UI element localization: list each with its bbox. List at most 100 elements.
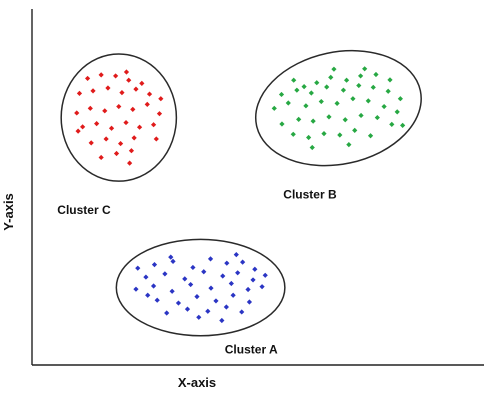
cluster-b-point — [343, 77, 350, 83]
cluster-b-point — [296, 116, 302, 122]
cluster-a-point — [223, 304, 229, 310]
cluster-c-boundary — [60, 53, 178, 182]
cluster-b-point — [334, 100, 340, 106]
x-axis-label: X-axis — [178, 375, 216, 390]
cluster-b-boundary — [254, 49, 422, 167]
cluster-b-point — [389, 121, 395, 127]
cluster-b-point — [373, 71, 379, 78]
cluster-b-point — [291, 77, 297, 83]
cluster-b-point — [331, 66, 337, 72]
cluster-c-point — [146, 91, 153, 97]
cluster-c-point — [87, 105, 93, 111]
cluster-boundaries — [60, 49, 422, 337]
cluster-c-point — [136, 124, 143, 130]
cluster-a-point — [162, 271, 168, 277]
cluster-c-point — [76, 90, 83, 96]
cluster-b-point — [326, 114, 332, 120]
cluster-b-point — [328, 74, 334, 80]
cluster-c-point — [128, 148, 135, 154]
cluster-b-point — [271, 105, 277, 111]
cluster-b-point — [400, 122, 406, 129]
cluster-b-point — [370, 84, 376, 90]
cluster-c-point — [150, 122, 157, 128]
cluster-b-point — [352, 127, 358, 133]
cluster-b-point — [309, 144, 315, 151]
cluster-b-point — [306, 134, 312, 141]
cluster-c-point — [90, 88, 96, 94]
cluster-c-point — [133, 86, 139, 92]
cluster-b-point — [365, 98, 371, 104]
cluster-b-point — [321, 131, 327, 137]
cluster-b-point — [346, 142, 352, 148]
cluster-a-point — [224, 260, 230, 266]
cluster-a-point — [135, 265, 141, 271]
cluster-b-point — [387, 77, 393, 83]
cluster-a-point — [245, 286, 251, 293]
cluster-b-point — [301, 84, 307, 90]
cluster-b-point — [374, 114, 380, 121]
cluster-b-point — [385, 88, 391, 94]
cluster-c-point — [144, 101, 150, 108]
cluster-a-point — [194, 294, 200, 300]
cluster-a-point — [239, 309, 245, 315]
cluster-c-point — [156, 111, 163, 117]
cluster-a-point — [259, 284, 265, 290]
cluster-c-point — [113, 150, 120, 157]
cluster-a-point — [230, 292, 236, 298]
cluster-a-point — [201, 269, 207, 275]
cluster-c-point — [153, 136, 159, 142]
cluster-b-point — [394, 109, 400, 115]
cluster-a-point — [213, 298, 219, 304]
cluster-a-point — [228, 280, 234, 287]
cluster-c-point — [113, 73, 119, 79]
data-points — [74, 66, 406, 324]
cluster-b-point — [358, 73, 364, 79]
cluster-b-point — [362, 66, 368, 72]
cluster-c-point — [108, 125, 115, 131]
cluster-a-point — [208, 285, 214, 291]
cluster-a-point — [170, 258, 176, 265]
cluster-a-point — [250, 277, 256, 283]
cluster-b-point — [279, 121, 285, 127]
cluster-b-point — [303, 103, 309, 109]
cluster-b-point — [358, 112, 364, 119]
cluster-b-point — [308, 90, 314, 96]
cluster-a-point — [143, 274, 149, 280]
cluster-a-point — [164, 310, 170, 316]
cluster-b-point — [278, 91, 285, 98]
cluster-c-point — [103, 136, 109, 142]
cluster-a-point — [196, 314, 202, 320]
cluster-a-point — [151, 262, 158, 268]
cluster-a-point — [169, 288, 175, 294]
cluster-c-point — [105, 85, 111, 91]
cluster-b-point — [340, 87, 347, 93]
cluster-c-point — [130, 106, 136, 112]
cluster-b-point — [290, 131, 296, 137]
cluster-c-point — [74, 110, 80, 116]
cluster-c-point — [102, 108, 108, 114]
cluster-a-point — [205, 308, 211, 314]
cluster-c-point — [127, 160, 133, 166]
cluster-b-point — [324, 84, 330, 90]
cluster-a-point — [219, 317, 225, 324]
cluster-b-point — [381, 103, 387, 110]
cluster-a-point — [175, 300, 182, 306]
cluster-a-label: Cluster A — [225, 343, 278, 357]
cluster-a-point — [190, 264, 196, 271]
cluster-a-point — [184, 306, 191, 312]
cluster-c-point — [88, 140, 94, 146]
cluster-c-point — [119, 90, 125, 96]
cluster-a-point — [150, 283, 157, 289]
cluster-a-point — [207, 256, 214, 262]
cluster-a-point — [233, 252, 239, 258]
cluster-a-point — [182, 276, 188, 282]
cluster-c-point — [84, 75, 91, 82]
cluster-a-point — [235, 270, 241, 276]
cluster-c-point — [131, 135, 137, 141]
cluster-c-point — [98, 72, 104, 78]
cluster-a-point — [220, 273, 226, 279]
cluster-b-label: Cluster B — [283, 187, 337, 201]
cluster-a-point — [246, 299, 253, 305]
